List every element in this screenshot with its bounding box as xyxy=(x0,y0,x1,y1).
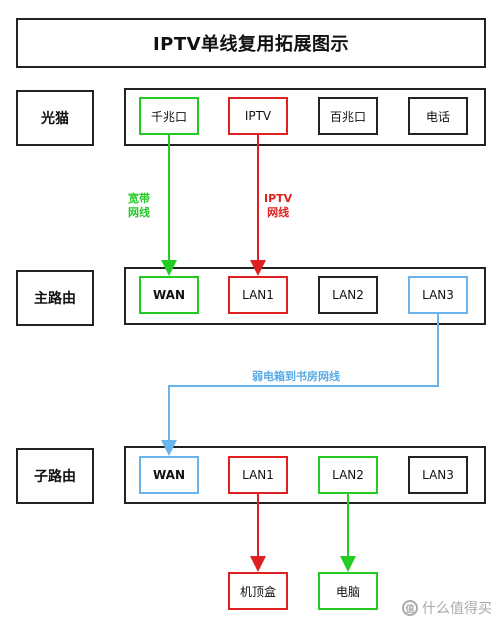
sub-router-port-wan: WAN xyxy=(139,456,199,494)
modem-port-iptv: IPTV xyxy=(228,97,288,135)
watermark-text: 什么值得买 xyxy=(422,601,492,617)
device-set-top-box: 机顶盒 xyxy=(228,572,288,610)
link-label-broadband: 宽带 网线 xyxy=(128,192,150,219)
device-pc: 电脑 xyxy=(318,572,378,610)
watermark: 值 什么值得买 xyxy=(402,598,492,618)
modem-port-phone: 电话 xyxy=(408,97,468,135)
sub-router-port-lan1: LAN1 xyxy=(228,456,288,494)
main-router-port-lan3: LAN3 xyxy=(408,276,468,314)
link-label-weak-box: 弱电箱到书房网线 xyxy=(252,370,340,383)
main-router-port-wan: WAN xyxy=(139,276,199,314)
row-label-main-router: 主路由 xyxy=(16,270,94,326)
sub-router-port-lan3: LAN3 xyxy=(408,456,468,494)
link-label-iptv: IPTV 网线 xyxy=(264,192,293,219)
brand-logo-icon: 值 xyxy=(402,600,418,616)
link-weak-box xyxy=(161,314,439,456)
modem-port-100m: 百兆口 xyxy=(318,97,378,135)
main-router-port-lan1: LAN1 xyxy=(228,276,288,314)
sub-router-port-lan2: LAN2 xyxy=(318,456,378,494)
main-router-port-lan2: LAN2 xyxy=(318,276,378,314)
row-label-sub-router: 子路由 xyxy=(16,448,94,504)
diagram-title: IPTV单线复用拓展图示 xyxy=(16,18,486,68)
modem-port-gigabit: 千兆口 xyxy=(139,97,199,135)
row-label-modem: 光猫 xyxy=(16,90,94,146)
